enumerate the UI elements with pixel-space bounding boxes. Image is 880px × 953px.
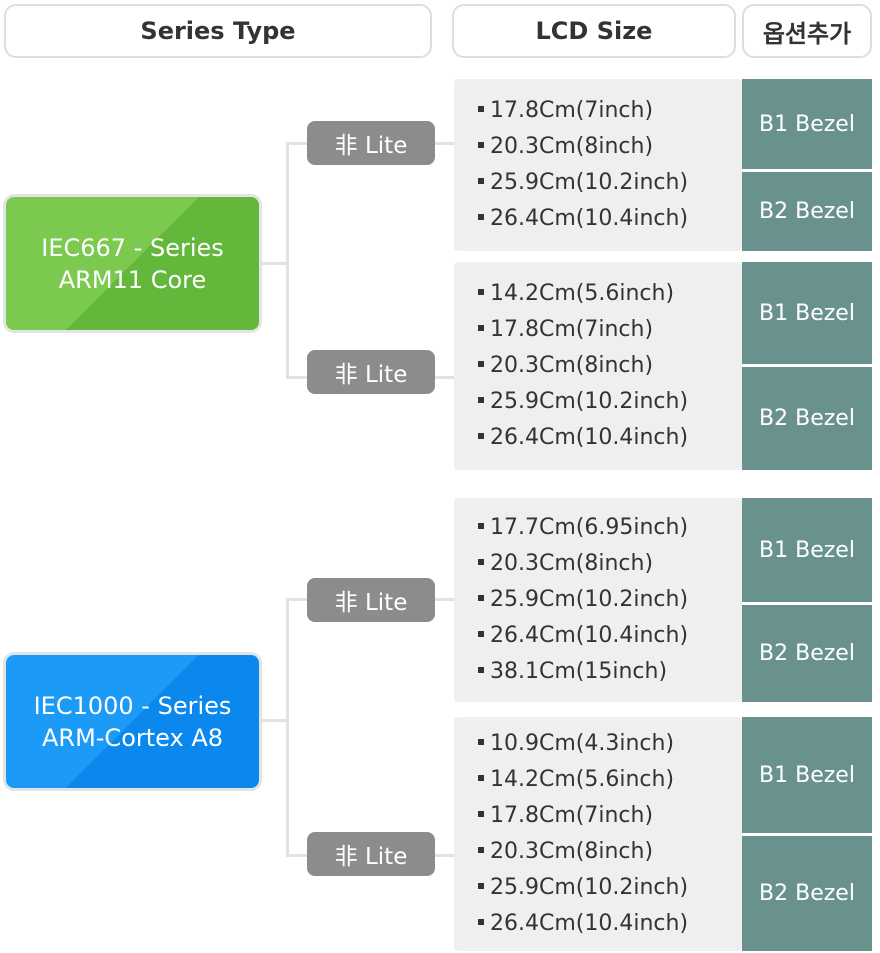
bezel-option-b1: B1 Bezel	[742, 79, 872, 169]
connector-line	[434, 376, 456, 379]
connector-line	[286, 598, 289, 857]
lcd-size-list: 17.7Cm(6.95inch) 20.3Cm(8inch) 25.9Cm(10…	[454, 498, 742, 702]
lcd-size-item: 26.4Cm(10.4inch)	[478, 618, 742, 654]
header-lcd-size: LCD Size	[452, 4, 736, 58]
bezel-option-b1: B1 Bezel	[742, 498, 872, 602]
series-core: ARM-Cortex A8	[41, 723, 224, 752]
header-series-type: Series Type	[4, 4, 432, 58]
lite-badge: 非 Lite	[307, 832, 435, 876]
series-name: IEC667 - Series	[41, 233, 224, 262]
connector-line	[286, 376, 308, 379]
connector-line	[259, 719, 287, 722]
lcd-size-item: 14.2Cm(5.6inch)	[478, 762, 742, 798]
connector-line	[286, 854, 308, 857]
lcd-size-item: 20.3Cm(8inch)	[478, 834, 742, 870]
bezel-option-b2: B2 Bezel	[742, 172, 872, 251]
lcd-size-item: 25.9Cm(10.2inch)	[478, 870, 742, 906]
series-box-iec667: IEC667 - Series ARM11 Core	[6, 197, 259, 330]
lcd-size-item: 10.9Cm(4.3inch)	[478, 726, 742, 762]
connector-line	[286, 142, 289, 379]
lite-badge: 非 Lite	[307, 578, 435, 622]
lcd-size-list: 10.9Cm(4.3inch) 14.2Cm(5.6inch) 17.8Cm(7…	[454, 717, 742, 951]
connector-line	[286, 598, 308, 601]
lcd-size-item: 25.9Cm(10.2inch)	[478, 165, 742, 201]
connector-line	[286, 142, 308, 145]
lcd-size-list: 14.2Cm(5.6inch) 17.8Cm(7inch) 20.3Cm(8in…	[454, 262, 742, 470]
lcd-size-item: 20.3Cm(8inch)	[478, 129, 742, 165]
lcd-size-item: 26.4Cm(10.4inch)	[478, 201, 742, 237]
lcd-size-item: 25.9Cm(10.2inch)	[478, 384, 742, 420]
bezel-option-b2: B2 Bezel	[742, 836, 872, 951]
lcd-size-item: 17.8Cm(7inch)	[478, 93, 742, 129]
lcd-size-item: 17.8Cm(7inch)	[478, 798, 742, 834]
lcd-size-item: 25.9Cm(10.2inch)	[478, 582, 742, 618]
lcd-size-item: 17.8Cm(7inch)	[478, 312, 742, 348]
lcd-size-item: 17.7Cm(6.95inch)	[478, 510, 742, 546]
lcd-size-item: 26.4Cm(10.4inch)	[478, 906, 742, 942]
bezel-option-b1: B1 Bezel	[742, 262, 872, 364]
header-option: 옵션추가	[742, 4, 872, 58]
bezel-option-b1: B1 Bezel	[742, 717, 872, 833]
lcd-size-item: 20.3Cm(8inch)	[478, 348, 742, 384]
lcd-size-item: 38.1Cm(15inch)	[478, 654, 742, 690]
connector-line	[434, 854, 456, 857]
series-box-iec1000: IEC1000 - Series ARM-Cortex A8	[6, 655, 259, 788]
lite-badge: 非 Lite	[307, 121, 435, 165]
connector-line	[259, 262, 287, 265]
bezel-option-b2: B2 Bezel	[742, 367, 872, 470]
connector-line	[434, 598, 456, 601]
lcd-size-item: 20.3Cm(8inch)	[478, 546, 742, 582]
lcd-size-list: 17.8Cm(7inch) 20.3Cm(8inch) 25.9Cm(10.2i…	[454, 79, 742, 251]
lite-badge: 非 Lite	[307, 350, 435, 394]
connector-line	[434, 142, 456, 145]
bezel-option-b2: B2 Bezel	[742, 605, 872, 702]
lcd-size-item: 14.2Cm(5.6inch)	[478, 276, 742, 312]
series-name: IEC1000 - Series	[33, 691, 232, 720]
lcd-size-item: 26.4Cm(10.4inch)	[478, 420, 742, 456]
series-core: ARM11 Core	[58, 265, 207, 294]
